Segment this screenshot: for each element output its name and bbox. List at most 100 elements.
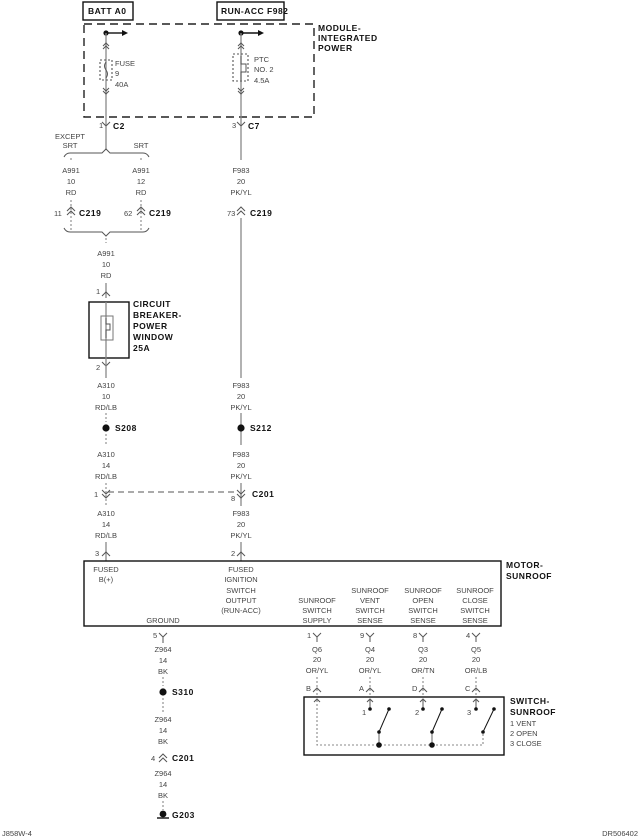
motor-title-1: MOTOR- [506, 560, 543, 570]
connector-icon [365, 687, 375, 693]
ptc-2-symbol [232, 30, 264, 125]
wire-gauge: 14 [102, 520, 110, 529]
switch-position-label: 2 [415, 708, 419, 717]
breaker-title-3: POWER [133, 321, 168, 331]
switch-legend-item: 2 OPEN [510, 729, 538, 738]
wire-color: OR/YL [306, 666, 329, 675]
wire-circuit: Z964 [154, 645, 171, 654]
wire-gauge: 14 [159, 656, 167, 665]
wire-gauge: 20 [237, 177, 245, 186]
batt-source-box [82, 1, 134, 21]
motor-pin-label: B(+) [99, 575, 114, 584]
connector-icon [312, 632, 322, 638]
wire-color: PK/YL [230, 472, 251, 481]
motor-pin-label: SUPPLY [302, 616, 331, 625]
motor-pin-number: 9 [360, 631, 364, 640]
variant-except-2: SRT [63, 141, 78, 150]
motor-pin-label: OUTPUT [226, 596, 257, 605]
c201-pin: 1 [94, 490, 98, 499]
c201-gnd-pin: 4 [151, 754, 155, 763]
wire-color: BK [158, 667, 168, 676]
switch-pin-letter: C [465, 684, 471, 693]
module-integrated-power-box [83, 23, 315, 118]
wire-color: OR/TN [411, 666, 434, 675]
module-title-2: INTEGRATED [318, 33, 378, 43]
c201-label: C201 [252, 489, 274, 499]
c219-label: C219 [149, 208, 171, 218]
c219-label: C219 [250, 208, 272, 218]
connector-icon [365, 632, 375, 638]
wire-circuit: F983 [232, 509, 249, 518]
switch-internal-circuit [316, 700, 496, 748]
variant-except-1: EXCEPT [55, 132, 85, 141]
wire-color: RD/LB [95, 403, 117, 412]
wire-gauge: 20 [237, 461, 245, 470]
wire-color: BK [158, 791, 168, 800]
motor-pin-2: 2 [231, 549, 235, 558]
wire-gauge: 10 [102, 392, 110, 401]
motor-pin-label: IGNITION [224, 575, 257, 584]
motor-pin-label: SWITCH [226, 586, 256, 595]
wire-gauge: 14 [102, 461, 110, 470]
arrow-right-icon [258, 30, 264, 36]
c7-pin: 3 [232, 121, 236, 130]
wire-gauge: 14 [159, 780, 167, 789]
wire-circuit: Z964 [154, 715, 171, 724]
ground-pin: 5 [153, 631, 157, 640]
wire-circuit: Z964 [154, 769, 171, 778]
motor-pin-label: SUNROOF [351, 586, 389, 595]
wire-gauge: 10 [102, 260, 110, 269]
wire-circuit: A310 [97, 381, 115, 390]
c2-label: C2 [113, 121, 125, 131]
switch-position-label: 1 [362, 708, 366, 717]
switch-sunroof-box [303, 696, 505, 756]
switch-pin-letter: B [306, 684, 311, 693]
wire-color: OR/LB [465, 666, 488, 675]
breaker-title-1: CIRCUIT [133, 299, 171, 309]
ground-g203-label: G203 [172, 810, 195, 820]
motor-pin-label: SENSE [410, 616, 435, 625]
motor-pin-label: OPEN [412, 596, 433, 605]
arrow-right-icon [122, 30, 128, 36]
breaker-title-5: 25A [133, 343, 150, 353]
wire-circuit: Q6 [312, 645, 322, 654]
wire-color: PK/YL [230, 188, 251, 197]
motor-pin-label: GROUND [146, 616, 180, 625]
wire-circuit: F983 [232, 450, 249, 459]
fuse-number: 9 [115, 69, 119, 78]
ptc-label: PTC [254, 55, 270, 64]
wire-circuit: A310 [97, 450, 115, 459]
motor-pin-label: CLOSE [462, 596, 487, 605]
wire-gauge: 12 [137, 177, 145, 186]
motor-pin-label: SUNROOF [404, 586, 442, 595]
splice-s208-dot [102, 424, 110, 432]
motor-pin-label: SUNROOF [456, 586, 494, 595]
cb-out-pin: 2 [96, 363, 100, 372]
variant-bracket-bottom [63, 227, 150, 237]
breaker-title-2: BREAKER- [133, 310, 182, 320]
splice-s310-label: S310 [172, 687, 194, 697]
motor-pin-number: 8 [413, 631, 417, 640]
wire-circuit: F983 [232, 381, 249, 390]
switch-title-1: SWITCH- [510, 696, 550, 706]
circuit-breaker-box [88, 301, 130, 359]
c201-gnd-label: C201 [172, 753, 194, 763]
cb-in-pin: 1 [96, 287, 100, 296]
ptc-rating: 4.5A [254, 76, 269, 85]
c219-pin: 62 [124, 209, 132, 218]
wire-color: OR/YL [359, 666, 382, 675]
c201-pin: 8 [231, 494, 235, 503]
wire-circuit: F983 [232, 166, 249, 175]
wire-gauge: 20 [419, 655, 427, 664]
wire-color: RD/LB [95, 472, 117, 481]
motor-pin-label: FUSED [93, 565, 119, 574]
splice-s208-label: S208 [115, 423, 137, 433]
fuse-rating: 40A [115, 80, 128, 89]
motor-pin-label: SUNROOF [298, 596, 336, 605]
run-acc-source-box [216, 1, 285, 21]
wire-gauge: 10 [67, 177, 75, 186]
module-title-1: MODULE- [318, 23, 361, 33]
